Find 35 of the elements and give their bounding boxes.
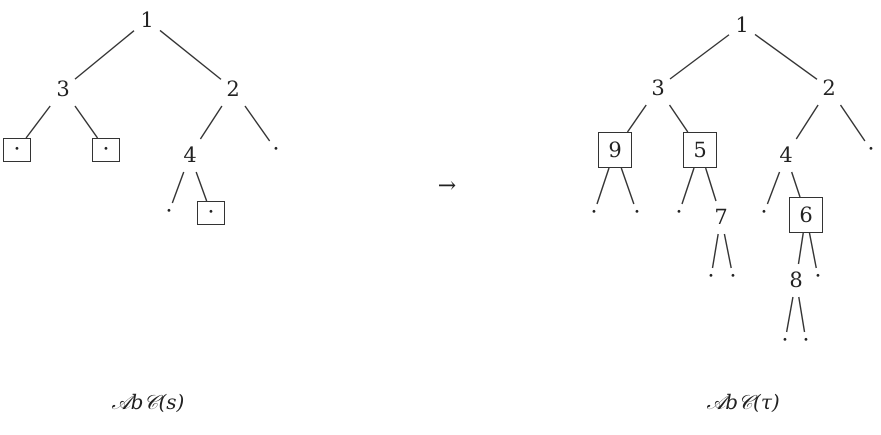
tree-edge bbox=[766, 172, 780, 204]
tree-edge bbox=[596, 168, 610, 204]
tree-edge bbox=[200, 106, 223, 140]
tree-edge bbox=[808, 232, 817, 268]
tree-edge bbox=[681, 168, 695, 204]
tree-edge bbox=[670, 34, 730, 80]
boxed-node: 9 bbox=[598, 132, 632, 168]
tree-edge bbox=[26, 106, 51, 138]
tree-edge bbox=[798, 296, 806, 332]
tree-caption: 𝒜b𝒞(τ) bbox=[706, 390, 780, 414]
tree-edge bbox=[74, 106, 98, 138]
tree-edge bbox=[754, 34, 818, 80]
tree-edge bbox=[626, 104, 647, 132]
tree-edge bbox=[196, 172, 208, 202]
tree-edge bbox=[840, 104, 866, 142]
tree-edge bbox=[786, 296, 794, 332]
tree-edge bbox=[620, 168, 635, 204]
tree-edge bbox=[796, 104, 819, 140]
boxed-node: · bbox=[3, 138, 31, 162]
tree-edge bbox=[668, 104, 688, 132]
tree-caption: 𝒜b𝒞(s) bbox=[112, 390, 184, 414]
tree-edge bbox=[712, 234, 719, 268]
tree-edge bbox=[244, 106, 270, 142]
tree-edge bbox=[160, 30, 222, 80]
boxed-node: · bbox=[92, 138, 120, 162]
boxed-node: · bbox=[197, 201, 225, 225]
boxed-node: 6 bbox=[789, 197, 823, 233]
tree-edge bbox=[74, 30, 134, 80]
tree-edge bbox=[724, 234, 732, 268]
tree-edge bbox=[791, 172, 801, 198]
boxed-node: 5 bbox=[683, 132, 717, 168]
tree-edge bbox=[798, 232, 804, 264]
tree-edge bbox=[172, 172, 184, 204]
transformation-arrow: → bbox=[438, 174, 456, 198]
tree-edge bbox=[704, 168, 717, 202]
